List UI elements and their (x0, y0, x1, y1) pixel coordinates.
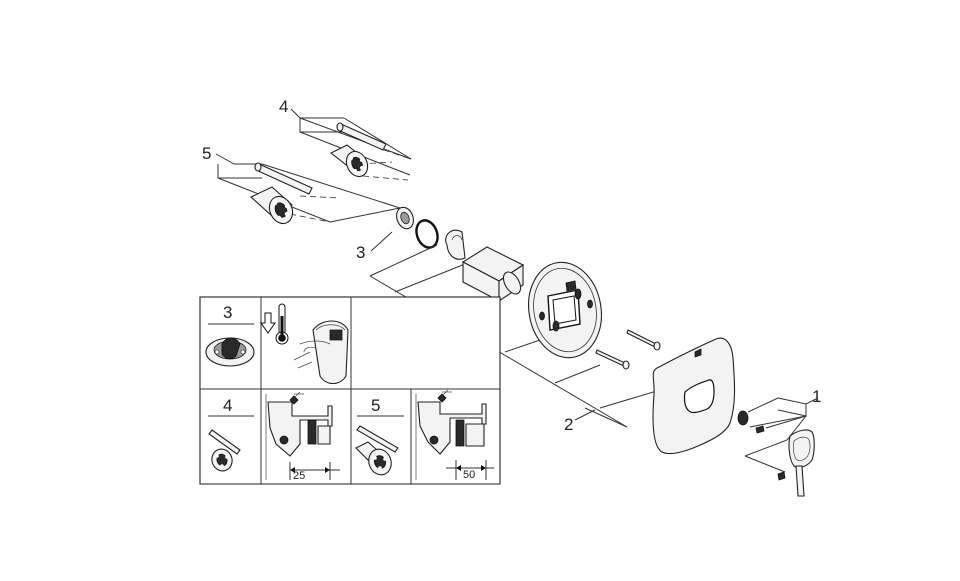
callout-2-label: 2 (564, 415, 573, 434)
callout-5-group: 5 (202, 144, 401, 225)
square-escutcheon (652, 337, 736, 455)
mixer-handle-sketch (293, 320, 349, 385)
extension-spindle-upper (329, 144, 369, 178)
handle-adapter (737, 410, 765, 434)
screw-upper (626, 329, 661, 351)
callout-3-group: 3 (356, 206, 466, 262)
callout-4-label: 4 (279, 97, 288, 116)
inset-cell-4: 4 (208, 396, 254, 472)
callout-4-group: 4 (279, 97, 412, 181)
dim-50-label: 50 (463, 469, 475, 481)
extension-spindle-lower (250, 186, 294, 225)
inset-table: 3 (199, 296, 501, 485)
adapter-nut (396, 206, 414, 230)
thermometer-icon (275, 303, 289, 345)
mounting-plate (528, 261, 602, 359)
inset-cell-5: 5 (355, 396, 404, 476)
lever-handle (777, 429, 815, 497)
callout-1-label: 1 (812, 387, 821, 406)
down-arrow-icon (260, 312, 276, 334)
extension-rod-lower (254, 162, 313, 195)
trim-sleeve (461, 246, 525, 303)
callout-5-label: 5 (202, 144, 211, 163)
extension-rod-upper (336, 122, 387, 151)
inset-3-label: 3 (223, 303, 232, 322)
inset-cell-temperature (260, 303, 349, 385)
retaining-clip (445, 229, 466, 260)
inset-cell-3: 3 (205, 303, 255, 367)
inset-cell-4-install: 25 (265, 391, 340, 482)
o-ring (415, 219, 439, 249)
dim-25-label: 25 (293, 470, 305, 482)
callout-1-group: 1 (737, 387, 821, 497)
callout-3-label: 3 (356, 243, 365, 262)
inset-cell-5-install: 50 (415, 389, 494, 481)
screw-lower (595, 349, 630, 370)
inset-5-label: 5 (371, 396, 380, 415)
inset-4-label: 4 (223, 396, 232, 415)
